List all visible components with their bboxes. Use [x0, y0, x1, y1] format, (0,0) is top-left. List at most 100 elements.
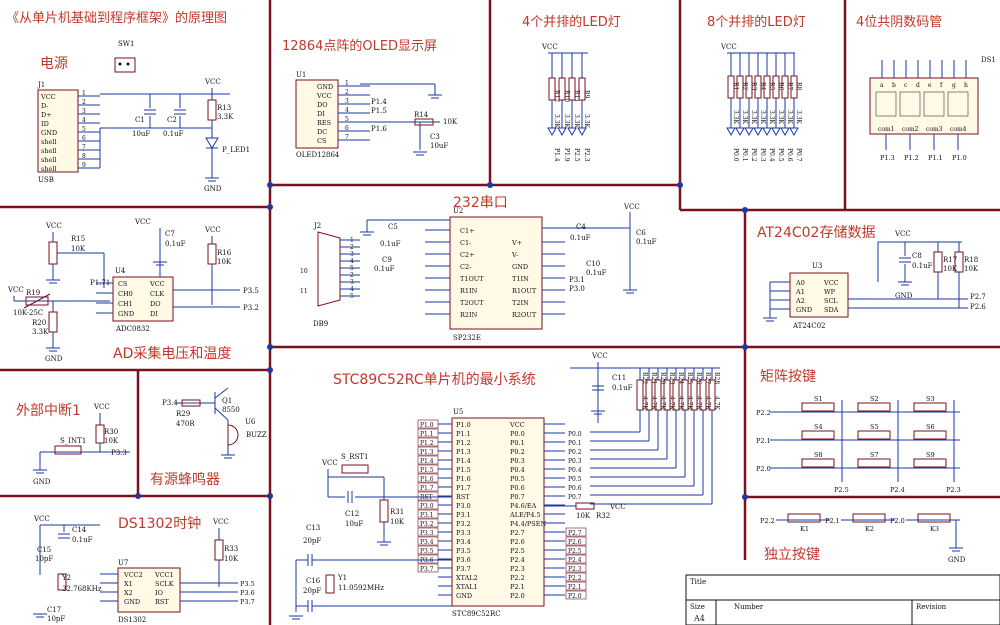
r16-label: R16: [217, 249, 232, 257]
usb-pin-number: 8: [82, 153, 86, 160]
seg7-segment-label: f: [940, 82, 943, 89]
mcu-net-left: P1.3: [420, 449, 434, 456]
y1-value: 11.0592MHz: [338, 584, 384, 592]
mcu-net-right: P0.4: [568, 467, 582, 474]
key-port-label: P2.1: [825, 517, 840, 525]
r14-value: 10K: [443, 118, 458, 126]
key-label: K3: [930, 525, 939, 533]
oled-pin-number: 5: [345, 116, 349, 123]
matrix-key-s1: [801, 402, 835, 412]
mcu-net-right: P0.3: [568, 458, 582, 465]
led4-port: P1.4: [553, 148, 560, 162]
reset-button[interactable]: [341, 464, 369, 474]
mcu-pin-left: P3.2: [456, 520, 471, 528]
usb-pin-number: 2: [82, 99, 86, 106]
matrix-key-s6: [913, 430, 947, 440]
oled-pin-label: RES: [317, 119, 331, 127]
at24c02-chip: [789, 272, 849, 318]
uart-title: 232串口: [453, 195, 508, 211]
pullup-value: 4.7K: [695, 396, 702, 411]
led8-port: P0.6: [786, 148, 793, 162]
mcu-net-left: P1.1: [420, 431, 434, 438]
usb-connector: [37, 89, 79, 173]
matrix-key-label: S9: [926, 451, 935, 459]
mcu-pin-right: P2.6: [510, 538, 525, 546]
usb-pin-label: shell: [41, 138, 57, 146]
net-port: [565, 554, 587, 564]
sp232-pin-left: C1-: [460, 239, 471, 247]
eeprom-part: AT24C02: [792, 322, 826, 330]
sp232-pin-right: T1IN: [512, 275, 529, 283]
mcu-pin-right: P0.7: [510, 493, 525, 501]
matrix-key-label: S1: [814, 395, 823, 403]
adc-vcc3: VCC: [204, 226, 221, 234]
mcu-pin-right: P2.3: [510, 565, 525, 573]
led4-title: 4个并排的LED灯: [522, 14, 621, 30]
mcu-title: STC89C52RC单片机的最小系统: [333, 372, 536, 388]
led8-resistor-value: 3.3K: [768, 110, 775, 125]
pullup-value: 4.7K: [686, 396, 693, 411]
db9-pin-10: 10: [300, 268, 308, 275]
mcu-net-right: P2.3: [568, 566, 582, 573]
matrix-row-label: P2.0: [756, 465, 771, 473]
c16-label: C16: [306, 577, 321, 585]
mcu-pin-left: P1.7: [456, 484, 471, 492]
oled-module: [295, 79, 339, 149]
eeprom-p27: P2.7: [970, 293, 986, 301]
eeprom-pin-left: A0: [795, 279, 805, 287]
sp232-pin-right: GND: [512, 263, 528, 271]
mcu-pin-left: XTAL1: [456, 583, 478, 591]
adc-pin-left: CH0: [118, 290, 133, 298]
digit: [923, 91, 945, 117]
seg7-port: P1.2: [904, 154, 919, 162]
led8-resistor-label: R2: [741, 82, 748, 91]
mcu-u5: U5: [453, 408, 463, 416]
c11-label: C11: [612, 374, 626, 382]
mcu-pin-left: P1.0: [456, 421, 471, 429]
oled-pin-label: DO: [317, 101, 328, 109]
y2-label: Y2: [61, 574, 71, 582]
net-port: [565, 563, 587, 573]
led-icon: [577, 127, 587, 137]
eeprom-p26: P2.6: [970, 303, 986, 311]
c12-value: 10uF: [345, 520, 363, 528]
matrix-key-label: S2: [870, 395, 879, 403]
matrix-key-label: S3: [926, 395, 935, 403]
seg7-segment-label: g: [952, 82, 956, 89]
led-icon: [753, 127, 763, 137]
mcu-net-right: P2.7: [568, 530, 582, 537]
usb-pin-label: GND: [41, 129, 57, 137]
c3-label: C3: [430, 133, 440, 141]
adc-pin-right: CLK: [150, 290, 164, 298]
keys-gnd: GND: [948, 556, 966, 564]
led4-resistor-label: R11: [573, 90, 580, 102]
u6-label: U6: [245, 418, 256, 426]
uart-p31: P3.1: [569, 276, 585, 284]
c16-value: 20pF: [303, 587, 321, 595]
sp232-pin-left: C2+: [460, 251, 475, 259]
mcu-net-left: P3.7: [420, 566, 434, 573]
mcu-pin-right: P4.6/EA: [510, 502, 537, 510]
pullup-label: R28: [713, 372, 720, 384]
net-port: [565, 536, 587, 546]
mcu-net-right: P2.6: [568, 539, 582, 546]
rst-label: S_RST1: [341, 453, 368, 461]
mcu-circuit: U5 P1.0P1.0P1.1P1.1P1.2P1.2P1.3P1.3P1.4P…: [289, 352, 720, 620]
matrix-col-label: P2.3: [946, 486, 961, 494]
c1-value: 10uF: [132, 130, 150, 138]
adc-pin-left: CH1: [118, 300, 133, 308]
adc-part: ADC0832: [115, 325, 150, 333]
led8-resistor-label: R8: [795, 82, 802, 91]
uart-c5v: 0.1uF: [380, 240, 401, 248]
ext-int-button[interactable]: [54, 445, 82, 455]
oled-pin-label: CS: [317, 137, 326, 145]
mcu-net-right: P2.4: [568, 557, 582, 564]
sp232-pin-left: T2OUT: [460, 299, 484, 307]
pullup-value: 4.7K: [704, 396, 711, 411]
rtc-pin-left: VCC2: [123, 571, 143, 579]
